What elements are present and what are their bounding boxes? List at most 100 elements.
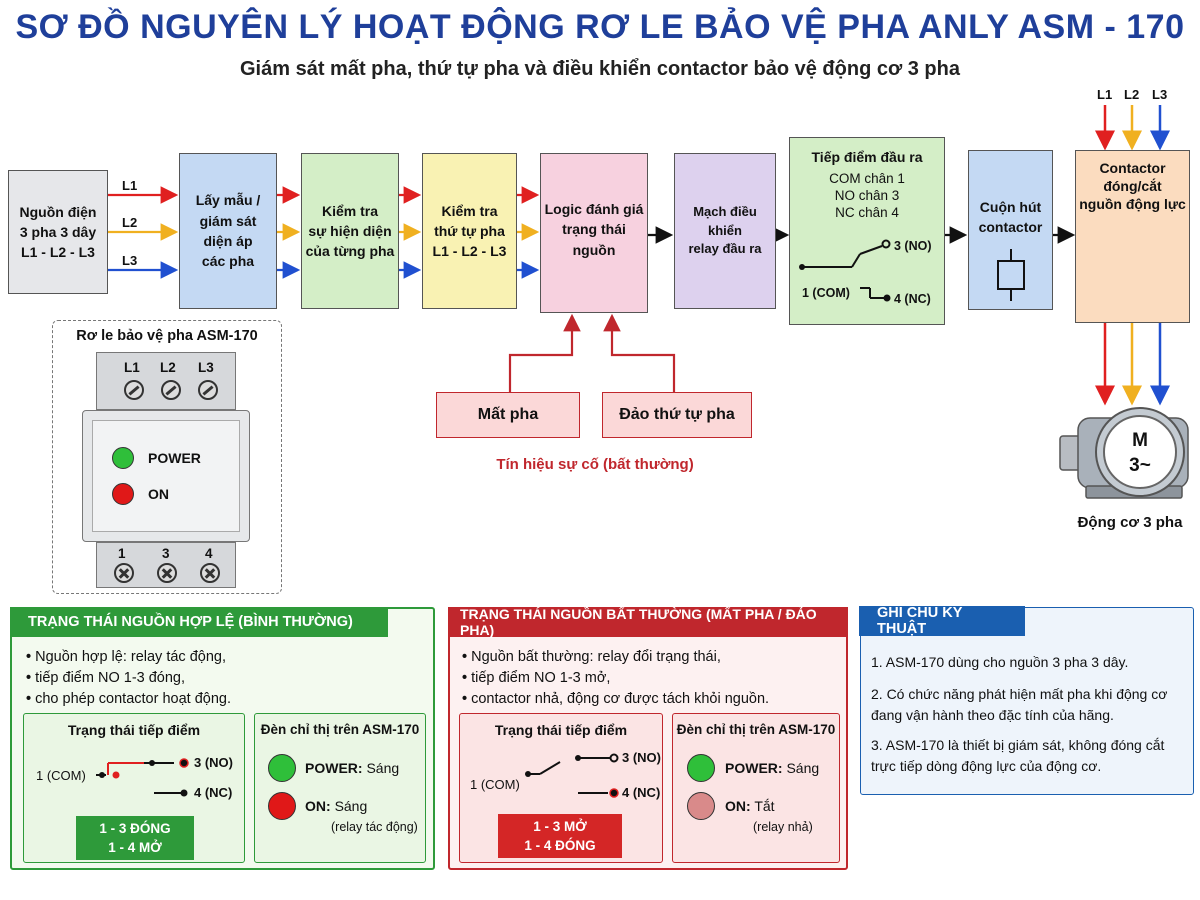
device-terminal-l3: L3 (198, 360, 214, 375)
on-led-icon (112, 483, 134, 505)
nc-pin-line: NC chân 4 (835, 205, 899, 220)
motor-symbol-m: M (1132, 430, 1148, 451)
normal-power-label: POWER: (305, 760, 363, 776)
normal-on-note: (relay tác động) (331, 820, 418, 834)
normal-power-state: Sáng (366, 760, 400, 776)
device-terminal-l1: L1 (124, 360, 140, 375)
normal-contact-title: Trạng thái tiếp điểm (67, 722, 201, 738)
technical-notes-header: GHI CHÚ KỸ THUẬT (859, 605, 1025, 637)
terminal-screw-icon (114, 563, 134, 583)
normal-no-label: 3 (NO) (194, 755, 233, 770)
device-face (92, 420, 240, 532)
motor-label: Động cơ 3 pha (1077, 514, 1183, 531)
abnormal-power-label: POWER: (725, 760, 783, 776)
normal-com-label: 1 (COM) (36, 768, 86, 783)
normal-on-label: ON: (305, 798, 331, 814)
normal-led-box: Đèn chỉ thị trên ASM-170 POWER: Sáng ON:… (254, 713, 426, 863)
logic-block: Logic đánh giá trạng thái nguồn (540, 153, 648, 313)
relay-driver-label: Mạch điều khiển relay đầu ra (688, 203, 762, 257)
abnormal-power-row: POWER: Sáng (725, 760, 819, 776)
supply-label-l1: L1 (1097, 87, 1113, 102)
device-terminal-l2: L2 (160, 360, 176, 375)
phase-reverse-label: Đảo thứ tự pha (619, 406, 735, 424)
abnormal-badge-line: 1 - 4 ĐÓNG (524, 838, 596, 853)
abnormal-bullets: Nguồn bất thường: relay đổi trạng thái, … (462, 647, 769, 710)
abnormal-power-led-icon (687, 754, 715, 782)
device-terminal-4: 4 (205, 546, 213, 561)
power-led-label: POWER (148, 450, 201, 466)
normal-led-title: Đèn chỉ thị trên ASM-170 (260, 722, 420, 737)
terminal-screw-icon (157, 563, 177, 583)
abnormal-contact-box: Trạng thái tiếp điểm 1 (COM) 3 (NO) 4 (N… (459, 713, 663, 863)
supply-label-l3: L3 (1152, 87, 1168, 102)
sampling-block: Lấy mẫu / giám sát diện áp các pha (179, 153, 277, 309)
abnormal-led-box: Đèn chỉ thị trên ASM-170 POWER: Sáng ON:… (672, 713, 840, 863)
phase-label-l1: L1 (122, 178, 138, 193)
contactor-label: Contactor đóng/cắt nguồn động lực (1079, 160, 1186, 213)
phase-label-l2: L2 (122, 215, 138, 230)
phase-loss-box: Mất pha (436, 392, 580, 438)
normal-contact-box: Trạng thái tiếp điểm 1 (COM) 3 (NO) 4 (N… (23, 713, 245, 863)
normal-contact-badge: 1 - 3 ĐÓNG 1 - 4 MỞ (76, 816, 194, 860)
abnormal-on-led-off-icon (687, 792, 715, 820)
power-source-block: Nguồn điện 3 pha 3 dây L1 - L2 - L3 (8, 170, 108, 294)
device-frame (52, 320, 282, 594)
no-pin-line: NO chân 3 (834, 188, 900, 203)
normal-on-row: ON: Sáng (305, 798, 367, 814)
supply-label-l2: L2 (1124, 87, 1140, 102)
abnormal-bullet: Nguồn bất thường: relay đổi trạng thái, (462, 647, 769, 668)
technical-notes-panel: GHI CHÚ KỸ THUẬT 1. ASM-170 dùng cho ngu… (859, 605, 1194, 795)
phase-label-l3: L3 (122, 253, 138, 268)
abnormal-bullet: contactor nhả, động cơ được tách khỏi ng… (462, 689, 769, 710)
sampling-label: Lấy mẫu / giám sát diện áp các pha (195, 192, 261, 270)
coil-label: Cuộn hút contactor (978, 199, 1043, 236)
normal-bullet: cho phép contactor hoạt động. (26, 689, 231, 710)
abnormal-contact-title: Trạng thái tiếp điểm (494, 722, 628, 738)
abnormal-contact-symbol (525, 753, 619, 798)
abnormal-badge-line: 1 - 3 MỞ (533, 819, 587, 834)
technical-note: 1. ASM-170 dùng cho nguồn 3 pha 3 dây. (871, 654, 1129, 670)
output-contact-symbol (799, 239, 891, 302)
power-source-label: Nguồn điện 3 pha 3 dây L1 - L2 - L3 (19, 203, 97, 261)
normal-state-header: TRẠNG THÁI NGUỒN HỢP LỆ (BÌNH THƯỜNG) (10, 607, 388, 637)
abnormal-on-label: ON: (725, 798, 751, 814)
coil-block: Cuộn hút contactor (968, 150, 1053, 310)
logic-label: Logic đánh giá trạng thái nguồn (544, 201, 644, 258)
normal-badge-line: 1 - 4 MỞ (108, 840, 162, 855)
presence-check-block: Kiểm tra sự hiện diện của từng pha (301, 153, 399, 309)
terminal-screw-icon (200, 563, 220, 583)
coil-icon (997, 249, 1025, 301)
com-terminal-label: 1 (COM) (802, 286, 850, 300)
output-contact-lines: COM chân 1 NO chân 3 NC chân 4 (790, 170, 944, 221)
normal-bullet: Nguồn hợp lệ: relay tác động, (26, 647, 231, 668)
abnormal-on-row: ON: Tắt (725, 798, 775, 814)
normal-power-led-icon (268, 754, 296, 782)
abnormal-com-label: 1 (COM) (470, 777, 520, 792)
presence-check-label: Kiểm tra sự hiện diện của từng pha (305, 202, 395, 260)
normal-power-row: POWER: Sáng (305, 760, 399, 776)
phase-loss-label: Mất pha (477, 406, 539, 424)
abnormal-no-label: 3 (NO) (622, 750, 661, 765)
normal-contact-symbol (96, 758, 189, 797)
device-caption: Rơ le bảo vệ pha ASM-170 (76, 328, 258, 344)
page-subtitle: Giám sát mất pha, thứ tự pha và điều khi… (240, 58, 960, 80)
abnormal-led-title: Đèn chỉ thị trên ASM-170 (676, 722, 836, 737)
abnormal-power-state: Sáng (786, 760, 820, 776)
technical-note: 2. Có chức năng phát hiện mất pha khi độ… (871, 686, 1168, 723)
no-terminal-label: 3 (NO) (894, 239, 932, 253)
abnormal-nc-label: 4 (NC) (622, 785, 661, 800)
terminal-screw-icon (124, 380, 144, 400)
com-pin-line: COM chân 1 (829, 171, 905, 186)
nc-terminal-label: 4 (NC) (894, 292, 931, 306)
terminal-screw-icon (161, 380, 181, 400)
abnormal-on-note: (relay nhả) (753, 820, 813, 834)
sequence-check-block: Kiểm tra thứ tự pha L1 - L2 - L3 (422, 153, 517, 309)
on-led-label: ON (148, 486, 169, 502)
abnormal-state-panel: TRẠNG THÁI NGUỒN BẤT THƯỜNG (MẤT PHA / Đ… (448, 606, 848, 870)
normal-on-led-icon (268, 792, 296, 820)
relay-driver-block: Mạch điều khiển relay đầu ra (674, 153, 776, 309)
normal-bullet: tiếp điểm NO 1-3 đóng, (26, 668, 231, 689)
fault-signal-caption: Tín hiệu sự cố (bất thường) (496, 456, 694, 473)
output-contact-title: Tiếp điểm đầu ra (811, 149, 923, 165)
power-led-icon (112, 447, 134, 469)
